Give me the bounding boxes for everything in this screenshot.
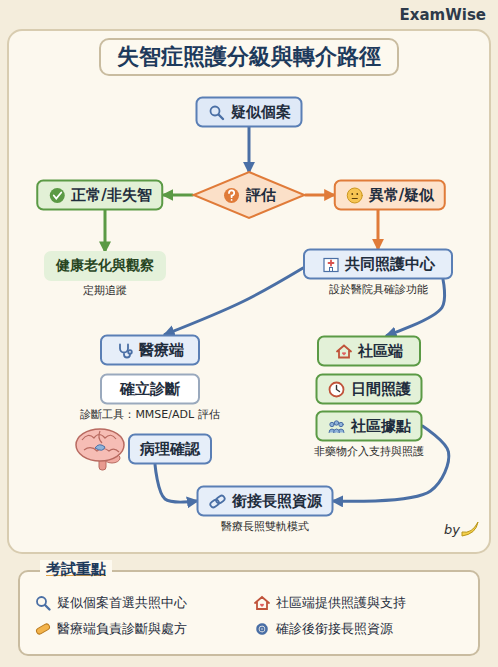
- outcome-box: 正常/非失智: [36, 180, 163, 211]
- outcome-box: 異常/疑似: [334, 180, 446, 211]
- node-label: 日間照護: [351, 380, 411, 399]
- face-glyph: [347, 188, 362, 203]
- node-label: 正常/非失智: [71, 186, 151, 205]
- author-label: by: [444, 522, 460, 537]
- community-box: 日間照護: [316, 374, 423, 405]
- q-glyph: [224, 188, 239, 203]
- steth-glyph: [120, 344, 132, 357]
- node-label: 健康老化與觀察: [56, 257, 154, 275]
- flow-arrow: [104, 211, 107, 252]
- process-box: 病理確認: [128, 434, 212, 465]
- people-glyph: [329, 420, 344, 432]
- hosp-glyph: [324, 258, 338, 271]
- flow-arrow: [377, 211, 380, 249]
- node-label: 共同照護中心: [345, 255, 435, 274]
- brand-label: ExamWise: [400, 6, 486, 24]
- pill-icon: [34, 620, 52, 638]
- node-label: 醫療端: [139, 341, 184, 360]
- key-point-text: 確診後銜接長照資源: [276, 620, 393, 638]
- key-point-item: 疑似個案首選共照中心: [34, 594, 245, 612]
- house-icon: [253, 594, 271, 612]
- resource-box: 銜接長照資源醫療長照雙軌模式: [197, 486, 334, 517]
- main-frame: [8, 30, 490, 553]
- node-label: 銜接長照資源: [232, 492, 322, 511]
- key-points-panel: 考試重點疑似個案首選共照中心社區端提供照護與支持醫療端負責診斷與處方確診後銜接長…: [18, 570, 480, 656]
- key-point-item: 醫療端負責診斷與處方: [34, 620, 245, 638]
- search-glyph: [211, 106, 224, 119]
- node-label: 異常/疑似: [369, 186, 434, 205]
- banana-mark: [462, 522, 478, 536]
- face-icon: [346, 186, 364, 204]
- node-note: 非藥物介入支持與照護: [314, 444, 424, 459]
- steth-icon: [116, 341, 134, 359]
- people-icon: [328, 417, 346, 435]
- medical-box: 醫療端: [100, 335, 200, 366]
- decision-diamond: 評估: [193, 172, 306, 219]
- hosp-icon: [322, 255, 340, 273]
- clock-glyph: [330, 382, 344, 396]
- node-note: 醫療長照雙軌模式: [221, 519, 309, 534]
- node-label: 病理確認: [140, 440, 200, 459]
- flow-arrow: [164, 194, 193, 197]
- process-box: 確立診斷診斷工具：MMSE/ADL 評估: [100, 374, 200, 405]
- search-icon: [34, 594, 52, 612]
- house-glyph: [255, 597, 269, 609]
- node-label: 社區端: [358, 342, 403, 361]
- start-box: 疑似個案: [196, 97, 303, 128]
- search-icon: [208, 103, 226, 121]
- q-icon: [223, 186, 241, 204]
- house-glyph: [337, 345, 351, 357]
- node-note: 設於醫院具確診功能: [329, 282, 428, 297]
- check-glyph: [50, 188, 65, 203]
- community-box: 社區據點非藥物介入支持與照護: [316, 411, 423, 442]
- flow-arrow: [165, 268, 303, 335]
- key-point-text: 疑似個案首選共照中心: [57, 594, 187, 612]
- panel-heading: 考試重點: [40, 560, 112, 579]
- center-box: 共同照護中心設於醫院具確診功能: [303, 249, 453, 280]
- link-glyph: [209, 494, 226, 508]
- flow-arrow: [306, 194, 334, 197]
- node-note: 診斷工具：MMSE/ADL 評估: [80, 407, 219, 422]
- node-label: 評估: [246, 186, 276, 205]
- brain-illustration: [76, 429, 124, 470]
- node-label: 社區據點: [351, 417, 411, 436]
- gear-icon: [253, 620, 271, 638]
- flow-arrow: [155, 465, 197, 503]
- node-label: 疑似個案: [231, 103, 291, 122]
- title-box: 失智症照護分級與轉介路徑: [99, 38, 399, 76]
- clock-icon: [328, 380, 346, 398]
- node-note: 定期追蹤: [83, 283, 127, 298]
- key-point-text: 社區端提供照護與支持: [276, 594, 406, 612]
- gear-glyph: [258, 625, 267, 634]
- result-box: 健康老化與觀察定期追蹤: [44, 251, 166, 281]
- key-point-item: 確診後銜接長照資源: [253, 620, 464, 638]
- title-text: 失智症照護分級與轉介路徑: [117, 44, 381, 69]
- key-point-item: 社區端提供照護與支持: [253, 594, 464, 612]
- check-icon: [48, 186, 66, 204]
- node-label: 確立診斷: [120, 380, 180, 399]
- community-box: 社區端: [317, 336, 421, 367]
- flow-arrow: [248, 128, 251, 172]
- pill-glyph: [35, 623, 50, 635]
- diamond-shape: [194, 172, 305, 218]
- house-icon: [335, 342, 353, 360]
- link-icon: [209, 492, 227, 510]
- search-glyph: [37, 597, 50, 610]
- key-point-text: 醫療端負責診斷與處方: [57, 620, 187, 638]
